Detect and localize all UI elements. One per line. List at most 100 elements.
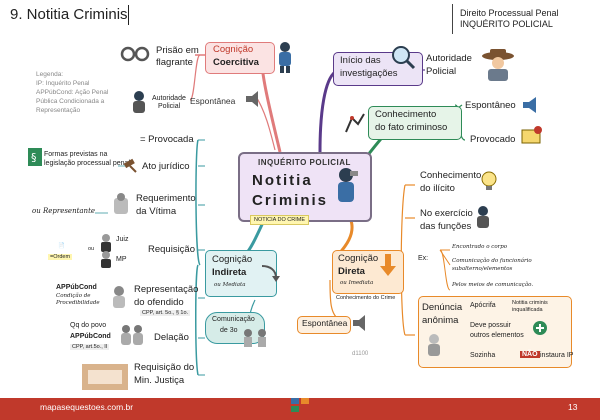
autoridade-left-2: Policial: [158, 103, 181, 110]
comunicacao-line-2: de 3o: [220, 327, 238, 334]
requerimento-line-1: Requerimento: [136, 193, 196, 204]
autoridade-left-1: Autoridade: [152, 95, 186, 102]
coercitiva-node: [205, 42, 275, 74]
loudspeaker-icon: [246, 91, 258, 107]
deve-possuir-2: outros elementos: [470, 332, 524, 339]
ex-item-1: Encontrado o corpo: [452, 244, 508, 250]
appubcond-b-label: APPúbCond: [70, 333, 111, 340]
indireta-label-1: Cognição: [212, 254, 253, 265]
indireta-node: [205, 250, 277, 297]
comunicacao-node: [205, 312, 265, 344]
ordem-label: =Ordem: [48, 254, 73, 260]
victim-hand-icon: [114, 193, 128, 214]
deve-possuir-1: Deve possuir: [470, 322, 511, 329]
header-subject: Direito Processual Penal: [460, 8, 559, 18]
cpp-ref-2: CPP, art.5o., II: [70, 344, 110, 350]
prisao-line-2: flagrante: [156, 57, 193, 68]
notitia-inqualificada-1: Notitia criminis: [512, 300, 548, 306]
instaura-label: instaura IP: [540, 352, 574, 359]
page-title: 9. Notitia Criminis: [10, 6, 128, 23]
ex-item-2a: Comunicação do funcionário: [452, 258, 532, 264]
ilicito-line-2: do ilícito: [420, 183, 455, 194]
nao-badge: NÃO: [520, 351, 540, 358]
central-node-title-line2: Criminis: [252, 192, 329, 209]
magnifier-icon: [392, 46, 416, 70]
requisicao-min-line-1: Requisição do: [134, 362, 195, 373]
espontanea-bottom-label: Espontânea: [302, 318, 348, 328]
legend: Legenda: IP: Inquérito Penal APPúbCond: …: [36, 70, 146, 115]
curved-arrow-icon: [261, 265, 280, 282]
megaphone-icon: [523, 97, 536, 113]
justice-building-icon: [82, 364, 128, 390]
ex-item-3: Pelos meios de comunicação.: [452, 282, 534, 288]
coercitiva-label-2: Coercitiva: [213, 57, 259, 68]
lightbulb-icon: [481, 171, 497, 190]
mp-label: MP: [116, 256, 127, 263]
policeman-icon: [133, 91, 145, 113]
officer-working-icon: [477, 206, 489, 228]
investigacoes-line-1: Início das: [340, 55, 381, 66]
appubcond-label: APPúbCond: [56, 284, 97, 291]
sozinha-label: Sozinha: [470, 352, 496, 359]
apocrifa-label: Apócrifa: [470, 302, 496, 309]
coercitiva-label-1: Cognição: [213, 44, 254, 55]
direta-label-2: Direta: [338, 266, 365, 277]
autoridade-right-2: Policial: [426, 66, 457, 77]
page-number: 13: [568, 402, 578, 412]
cpp-ref-1: CPP, art. 5o., § 1o.: [140, 310, 191, 316]
autoridade-right-1: Autoridade: [426, 53, 472, 64]
ato-juridico-label: Ato jurídico: [142, 161, 190, 172]
down-arrow-icon: [380, 254, 396, 276]
requisicao-min-line-2: Min. Justiça: [134, 375, 185, 386]
requisicao-label: Requisição: [148, 244, 195, 255]
representacao-line-1: Representação: [134, 284, 199, 295]
ordem-icon-doc: 📄: [58, 243, 65, 249]
footer-bar: [0, 398, 600, 420]
notitia-inqualificada-2: inqualificada: [512, 307, 543, 313]
conhecimento-line-1: Conhecimento: [375, 109, 437, 120]
two-people-talking-icon: [244, 329, 266, 347]
central-node-title-line1: Notitia: [252, 172, 313, 189]
espontaneo-label: Espontâneo: [465, 100, 516, 111]
indireta-label-2: Indireta: [212, 267, 247, 278]
legend-appubcond-3: Representação: [36, 107, 81, 114]
legend-ip: IP: Inquérito Penal: [36, 80, 90, 87]
brand-logo: [291, 398, 309, 412]
mail-alert-icon: [521, 126, 542, 144]
footer-site[interactable]: mapasequestoes.com.br: [40, 402, 134, 412]
direta-label-1: Cognição: [338, 253, 379, 264]
delacao-label: Delação: [154, 332, 189, 343]
direta-sub: ou Imediata: [340, 280, 374, 286]
conhecimento-line-2: do fato criminoso: [375, 122, 448, 133]
espontanea-bottom-node: [297, 316, 351, 334]
denuncia-group: [418, 296, 572, 368]
representante-label: ou Representante: [32, 207, 96, 215]
provocada-label: = Provocada: [140, 134, 194, 145]
ex-item-2b: subalterno/elementos: [452, 266, 513, 272]
denuncia-line-1: Denúncia: [422, 302, 463, 313]
investigacoes-line-2: investigações: [340, 68, 398, 79]
direta-tag: Conhecimento do Crime: [336, 295, 396, 301]
requerimento-line-2: da Vítima: [136, 206, 177, 217]
representacao-line-2: do ofendido: [134, 297, 184, 308]
condicao-line-2: Procedibilidade: [56, 300, 100, 306]
offended-person-icon: [113, 286, 125, 308]
central-node-tag: NOTICIA DO CRIME: [250, 215, 310, 225]
indireta-sub: ou Mediata: [214, 282, 246, 288]
prisao-line-1: Prisão em: [156, 45, 199, 56]
legend-appubcond: APPúbCond: Ação Penal: [36, 89, 109, 96]
ou-label: ou: [88, 246, 95, 252]
people-group-icon: [121, 325, 143, 345]
legend-appubcond-2: Pública Condicionada a: [36, 98, 105, 105]
ex-label: Ex:: [418, 255, 429, 262]
exercicio-line-2: das funções: [420, 221, 472, 232]
espontanea-top-label: Espontânea: [190, 96, 236, 106]
denuncia-line-2: anônima: [422, 315, 459, 326]
handcuffs-icon: [120, 46, 150, 62]
provocado-label: Provocado: [470, 134, 516, 145]
anonymous-person-icon: [428, 334, 440, 356]
exercicio-line-1: No exercício: [420, 208, 473, 219]
central-node-subtitle: INQUÉRITO POLICIAL: [258, 158, 351, 167]
title-cursor-bar: [128, 5, 129, 25]
law-book-icon: §: [28, 148, 42, 166]
